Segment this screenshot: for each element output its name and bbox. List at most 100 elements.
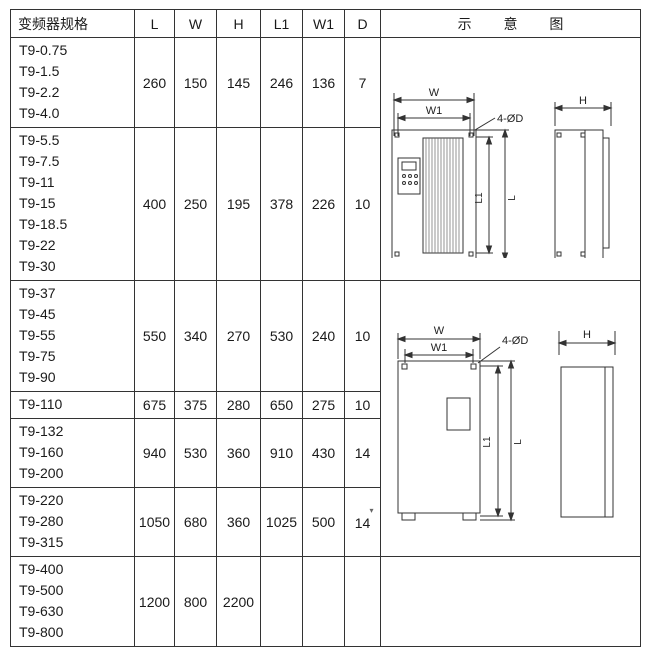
model-name: T9-400 — [19, 561, 64, 577]
header-h: H — [216, 9, 261, 38]
model-list: T9-110 — [10, 391, 135, 419]
label-w1: W1 — [426, 105, 443, 117]
cell-w1: 500 — [302, 487, 345, 557]
cell-l: 675 — [134, 391, 175, 419]
model-list: T9-0.75 T9-1.5 T9-2.2 T9-4.0 — [10, 37, 135, 128]
cell-l1: 910 — [260, 418, 303, 488]
cell-d — [344, 556, 381, 647]
cell-l1: 530 — [260, 280, 303, 392]
small-cabinet-drawing: W W1 4-ØD H L1 L — [391, 87, 613, 261]
model-name: T9-90 — [19, 369, 56, 385]
cell-l: 1200 — [134, 556, 175, 647]
cell-d: 14 — [344, 418, 381, 488]
model-name: T9-1.5 — [19, 63, 60, 79]
model-name: T9-500 — [19, 582, 64, 598]
header-row: 变频器规格 L W H L1 W1 D 示 意 图 — [10, 9, 641, 38]
cell-l: 550 — [134, 280, 175, 392]
cell-l1: 1025 — [260, 487, 303, 557]
header-w1: W1 — [302, 9, 345, 38]
model-name: T9-4.0 — [19, 105, 60, 121]
cell-w1 — [302, 556, 345, 647]
cell-w1: 240 — [302, 280, 345, 392]
table-row: T9-37 T9-45 T9-55 T9-75 T9-90 550 340 27… — [10, 280, 641, 557]
header-l1: L1 — [260, 9, 303, 38]
cell-d: 7 — [344, 37, 381, 128]
model-name: T9-75 — [19, 348, 56, 364]
label-l: L — [513, 439, 524, 445]
cell-h: 360 — [216, 418, 261, 488]
model-name: T9-15 — [19, 195, 56, 211]
cell-w1: 275 — [302, 391, 345, 419]
cell-d: 10 — [344, 391, 381, 419]
model-name: T9-30 — [19, 258, 56, 274]
table-row: T9-400 T9-500 T9-630 T9-800 1200 800 220… — [10, 556, 641, 647]
model-name: T9-0.75 — [19, 42, 68, 58]
header-w: W — [174, 9, 217, 38]
cell-h: 360 — [216, 487, 261, 557]
cell-w: 250 — [174, 127, 217, 281]
model-name: T9-45 — [19, 306, 56, 322]
label-w: W — [429, 87, 440, 99]
cell-l: 940 — [134, 418, 175, 488]
cell-h: 145 — [216, 37, 261, 128]
cell-w1: 226 — [302, 127, 345, 281]
cell-d: ▾ 14 — [344, 487, 381, 557]
diagram-empty — [380, 556, 641, 647]
header-l: L — [134, 9, 175, 38]
model-name: T9-132 — [19, 423, 64, 439]
cell-l1: 650 — [260, 391, 303, 419]
cell-w: 530 — [174, 418, 217, 488]
label-l: L — [507, 194, 518, 200]
model-list: T9-400 T9-500 T9-630 T9-800 — [10, 556, 135, 647]
cell-w: 375 — [174, 391, 217, 419]
model-name: T9-110 — [19, 396, 63, 412]
label-h: H — [583, 329, 591, 341]
dimension-table: 变频器规格 L W H L1 W1 D 示 意 图 T9-0.75 T9-1.5… — [10, 9, 641, 647]
header-d: D — [344, 9, 381, 38]
table-row: T9-0.75 T9-1.5 T9-2.2 T9-4.0 260 150 145… — [10, 37, 641, 281]
model-name: T9-2.2 — [19, 84, 60, 100]
table-row: T9-110 675 375 280 650 275 10 — [10, 391, 641, 419]
cell-l1 — [260, 556, 303, 647]
model-list: T9-132 T9-160 T9-200 — [10, 418, 135, 488]
large-cabinet-drawing: W W1 4-ØD H L1 L — [396, 325, 617, 522]
cell-l: 260 — [134, 37, 175, 128]
cell-h: 270 — [216, 280, 261, 392]
cell-w: 340 — [174, 280, 217, 392]
cell-d-value: 14 — [354, 515, 371, 531]
cell-w: 150 — [174, 37, 217, 128]
model-name: T9-5.5 — [19, 132, 60, 148]
cell-h: 280 — [216, 391, 261, 419]
cell-w: 680 — [174, 487, 217, 557]
label-w1: W1 — [431, 342, 448, 354]
model-name: T9-160 — [19, 444, 64, 460]
cell-h: 2200 — [216, 556, 261, 647]
stray-mark: ▾ — [369, 506, 374, 515]
cell-d: 10 — [344, 127, 381, 281]
model-name: T9-7.5 — [19, 153, 60, 169]
cell-d: 10 — [344, 280, 381, 392]
cell-l: 400 — [134, 127, 175, 281]
model-name: T9-220 — [19, 492, 64, 508]
model-list: T9-37 T9-45 T9-55 T9-75 T9-90 — [10, 280, 135, 392]
header-diagram: 示 意 图 — [380, 9, 641, 38]
model-name: T9-22 — [19, 237, 56, 253]
label-l1: L1 — [474, 192, 485, 204]
cell-l: 1050 — [134, 487, 175, 557]
model-list: T9-5.5 T9-7.5 T9-11 T9-15 T9-18.5 T9-22 … — [10, 127, 135, 281]
diagram-large-cabinet: W W1 4-ØD H L1 L — [380, 280, 641, 557]
header-model: 变频器规格 — [10, 9, 135, 38]
model-name: T9-11 — [19, 174, 55, 190]
label-w: W — [434, 325, 445, 337]
cell-h: 195 — [216, 127, 261, 281]
label-l1: L1 — [482, 436, 493, 448]
cell-w1: 136 — [302, 37, 345, 128]
label-hole: 4-ØD — [497, 113, 523, 125]
model-name: T9-630 — [19, 603, 64, 619]
model-name: T9-280 — [19, 513, 64, 529]
diagram-small-cabinet: W W1 4-ØD H L1 L — [380, 37, 641, 281]
model-name: T9-800 — [19, 624, 64, 640]
model-list: T9-220 T9-280 T9-315 — [10, 487, 135, 557]
model-name: T9-37 — [19, 285, 56, 301]
cell-l1: 378 — [260, 127, 303, 281]
